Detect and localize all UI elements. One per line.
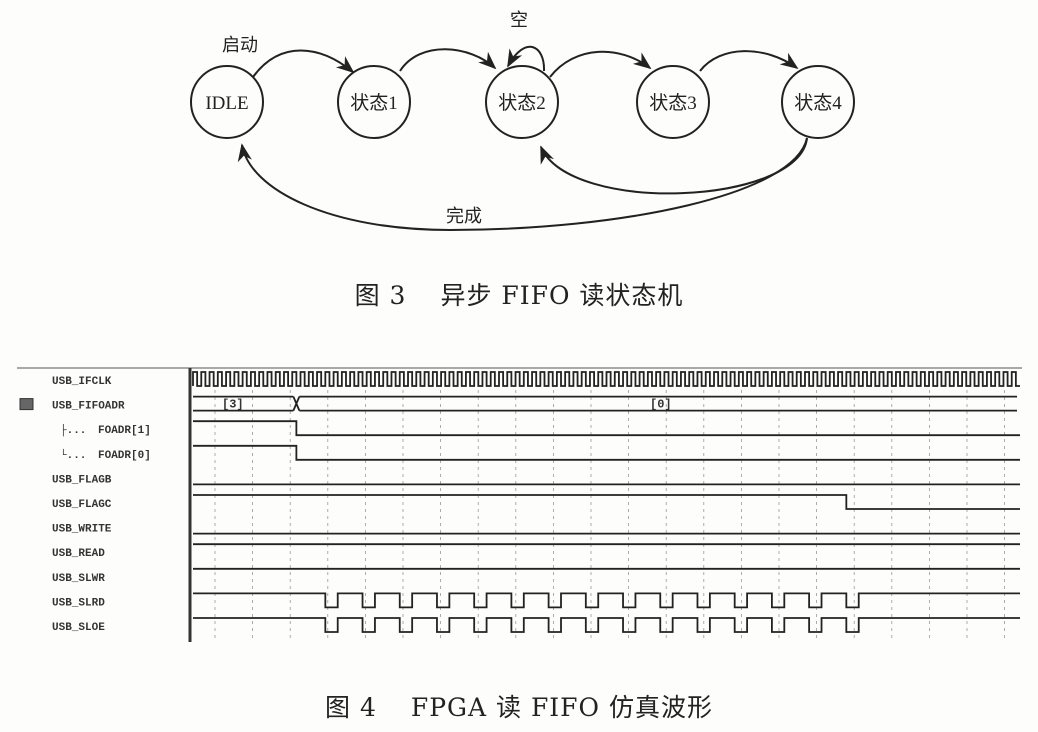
waveform-path <box>193 444 1020 461</box>
signal-trace <box>193 444 1020 461</box>
edge-s3-s4 <box>699 50 799 72</box>
state-idle-label: IDLE <box>205 93 248 114</box>
signal-name: USB_SLRD <box>52 597 105 609</box>
signal-row[interactable]: USB_WRITE <box>52 524 112 536</box>
state-3: 状态3 <box>636 65 710 139</box>
waveform-path <box>192 371 1020 387</box>
signal-trace <box>193 592 1020 609</box>
figure-3-number: 图 3 <box>354 281 407 310</box>
signal-row[interactable]: USB_SLRD <box>52 597 105 609</box>
tree-connector: ├... <box>60 423 86 437</box>
edge-s4-idle <box>237 137 808 232</box>
state-nodes: IDLE 状态1 状态2 状态3 状态4 <box>190 65 855 139</box>
bus-value: [0] <box>650 398 672 412</box>
state-4-label: 状态4 <box>794 92 842 114</box>
signal-row[interactable]: └... FOADR[0] <box>60 448 151 462</box>
signal-name: USB_SLOE <box>52 622 105 634</box>
signal-row[interactable]: USB_READ <box>52 548 105 560</box>
signal-trace <box>193 617 1020 633</box>
edge-label-empty: 空 <box>510 10 528 31</box>
signal-trace: [3] [0] <box>193 395 1017 412</box>
edge-label-start: 启动 <box>222 35 258 56</box>
state-2-label: 状态2 <box>498 92 546 114</box>
signal-trace <box>193 420 1020 437</box>
time-grid <box>214 390 1005 642</box>
signal-name: FOADR[1] <box>98 425 151 437</box>
edge-s4-s2 <box>540 137 808 195</box>
signal-name: USB_WRITE <box>52 524 112 536</box>
figure-3-title: 异步 FIFO 读状态机 <box>440 281 684 310</box>
waveform-path <box>193 617 1020 633</box>
waveform-path <box>193 395 1017 412</box>
signal-name: FOADR[0] <box>98 450 151 462</box>
bus-group-icon[interactable] <box>19 398 34 411</box>
signal-name: USB_IFCLK <box>52 376 112 388</box>
signal-name: USB_FLAGB <box>52 474 112 486</box>
state-machine-diagram: IDLE 状态1 状态2 状态3 状态4 启动 空 完成 <box>190 10 855 232</box>
signal-traces: [3] [0] <box>192 371 1020 633</box>
signal-row[interactable]: ├... FOADR[1] <box>60 423 151 437</box>
figure-4-title: FPGA 读 FIFO 仿真波形 <box>410 693 713 722</box>
figure-4-caption: 图 4 FPGA 读 FIFO 仿真波形 <box>0 688 1038 724</box>
signal-row[interactable]: USB_IFCLK <box>52 376 112 388</box>
edge-s1-s2 <box>399 48 497 72</box>
edge-idle-s1 <box>252 49 355 78</box>
signal-row[interactable]: USB_FIFOADR <box>19 398 125 413</box>
state-2: 状态2 <box>485 65 559 139</box>
signal-trace <box>193 494 1020 510</box>
edge-s2-s3 <box>549 50 652 78</box>
waveform-path <box>193 420 1020 437</box>
signal-row[interactable]: USB_FLAGC <box>52 499 112 511</box>
signal-name: USB_FLAGC <box>52 499 112 511</box>
state-4: 状态4 <box>781 65 855 139</box>
signal-name-list: USB_IFCLK USB_FIFOADR ├... FOADR[1] └... FOAD… <box>19 376 151 634</box>
waveform-path <box>193 592 1020 609</box>
state-1-label: 状态1 <box>350 92 398 114</box>
signal-name: USB_SLWR <box>52 573 105 585</box>
signal-row[interactable]: USB_SLOE <box>52 622 105 634</box>
waveform-path <box>193 494 1020 510</box>
signal-trace <box>192 371 1020 387</box>
edge-label-done: 完成 <box>446 206 482 227</box>
state-idle: IDLE <box>190 65 264 139</box>
tree-connector: └... <box>60 448 86 462</box>
bus-value: [3] <box>222 398 244 412</box>
figure-3-caption: 图 3 异步 FIFO 读状态机 <box>0 276 1038 312</box>
signal-row[interactable]: USB_FLAGB <box>52 474 112 486</box>
state-3-label: 状态3 <box>649 92 697 114</box>
figure-4-number: 图 4 <box>325 693 377 722</box>
signal-name: USB_FIFOADR <box>52 401 125 413</box>
edge-s2-self <box>507 45 546 72</box>
signal-row[interactable]: USB_SLWR <box>52 573 105 585</box>
signal-name: USB_READ <box>52 548 105 560</box>
waveform-viewer: USB_IFCLK USB_FIFOADR ├... FOADR[1] └... FOAD… <box>17 367 1022 642</box>
state-1: 状态1 <box>337 65 411 139</box>
